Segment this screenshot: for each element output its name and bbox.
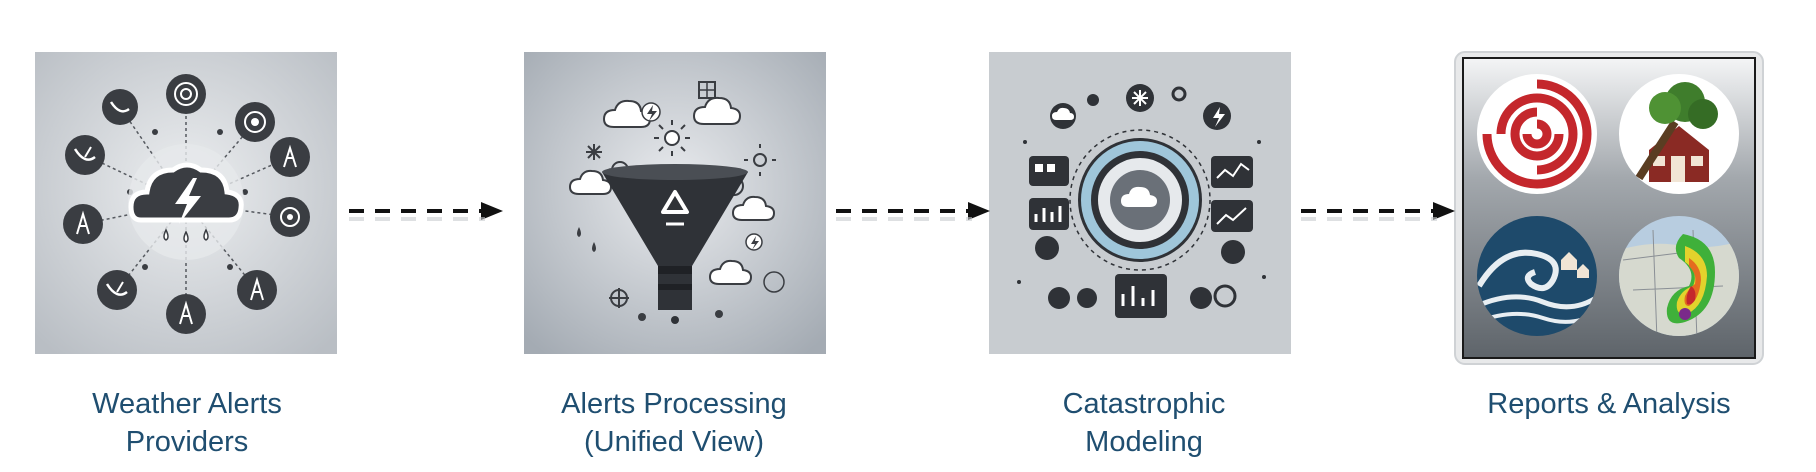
cloud-icon	[708, 259, 753, 285]
hurricane-icon	[1477, 74, 1597, 194]
satellite-dish-icon	[97, 270, 137, 310]
caption-reports-analysis: Reports & Analysis	[1449, 385, 1769, 423]
flow-arrow-3	[1297, 200, 1457, 226]
fallen-tree-house-icon	[1619, 74, 1739, 194]
caption-weather-alerts-providers: Weather Alerts Providers	[27, 385, 347, 461]
radio-tower-icon	[166, 294, 206, 334]
lightning-icon	[641, 102, 661, 122]
radio-tower-icon	[63, 204, 103, 244]
radar-icon	[235, 102, 275, 142]
satellite-dish-icon	[65, 135, 105, 175]
cloud-icon	[692, 96, 742, 125]
caption-line: Alerts Processing	[561, 388, 787, 420]
providers-illustration	[35, 52, 337, 354]
caption-line: Reports & Analysis	[1487, 388, 1731, 420]
storm-radar-map-icon	[1619, 216, 1739, 336]
funnel-recycle-icon	[602, 164, 748, 324]
sun-icon	[654, 120, 690, 156]
radio-tower-icon	[237, 270, 277, 310]
sun-icon	[744, 144, 776, 176]
flow-arrow-2	[832, 200, 992, 226]
lightning-icon	[745, 233, 763, 251]
reports-illustration	[1453, 50, 1765, 368]
caption-line: (Unified View)	[584, 426, 764, 458]
sun-icon	[1126, 84, 1154, 112]
caption-catastrophic-modeling: Catastrophic Modeling	[989, 385, 1299, 461]
caption-alerts-processing: Alerts Processing (Unified View)	[514, 385, 834, 461]
chart-icon	[1211, 156, 1253, 264]
radio-tower-icon	[270, 137, 310, 177]
dashboard-gauge-icon	[1069, 129, 1211, 271]
caption-line: Weather Alerts	[92, 388, 282, 420]
lightning-icon	[1203, 102, 1231, 130]
radar-icon	[166, 74, 206, 114]
cloud-icon	[731, 195, 776, 221]
chart-icon	[1029, 156, 1069, 260]
storm-cloud-lightning-icon	[128, 144, 244, 260]
radar-icon	[270, 197, 310, 237]
caption-line: Catastrophic	[1062, 388, 1226, 420]
modeling-illustration	[989, 52, 1291, 354]
cloud-icon	[1050, 103, 1076, 129]
provider-icons	[63, 74, 310, 334]
caption-line: Modeling	[1085, 426, 1203, 458]
snowflake-icon	[586, 144, 602, 160]
caption-line: Providers	[125, 426, 249, 458]
processing-illustration	[524, 52, 826, 354]
satellite-dish-icon	[102, 89, 138, 125]
flow-arrow-1	[345, 200, 505, 226]
